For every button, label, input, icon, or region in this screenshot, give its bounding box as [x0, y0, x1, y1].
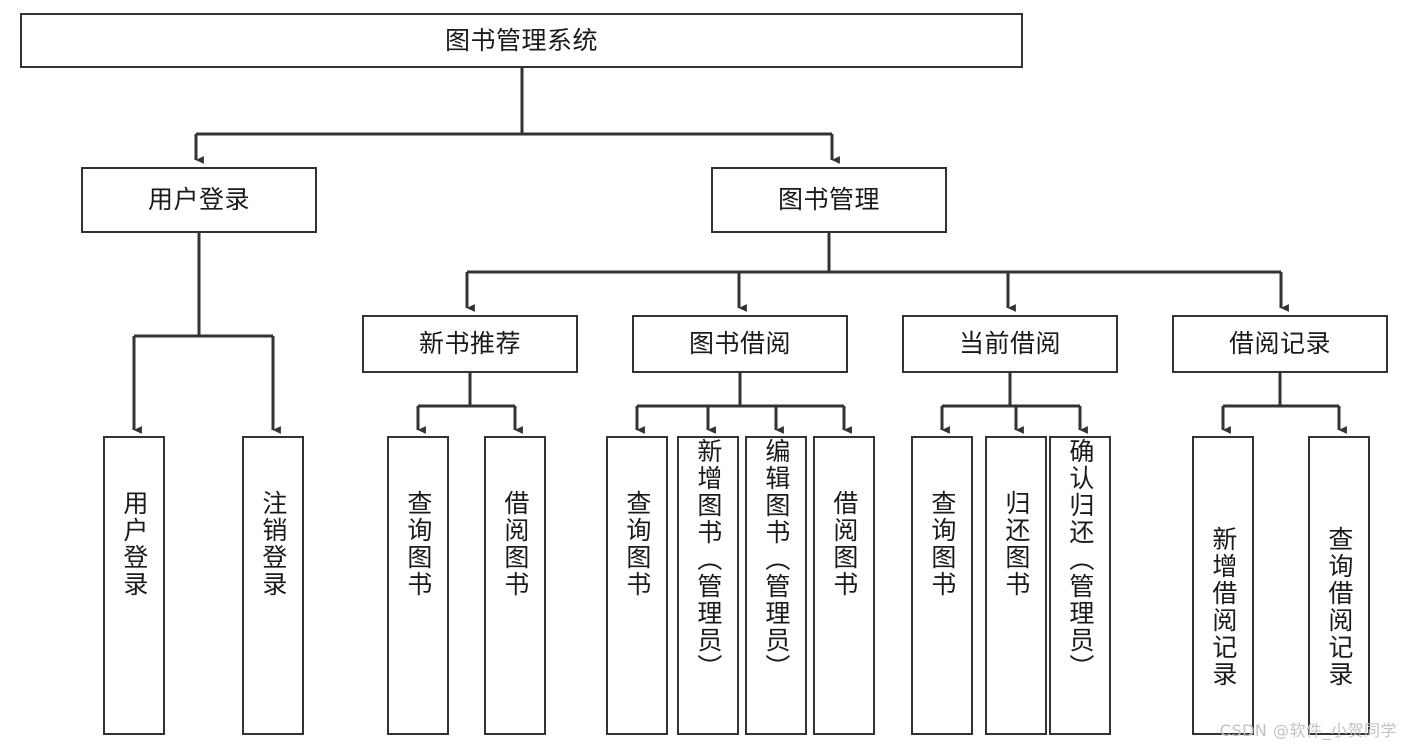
node-label: 图书管理系统	[444, 25, 598, 55]
node-leaf-return-book[interactable]: 归还图书	[985, 436, 1047, 735]
node-leaf-query-book-recommend[interactable]: 查询图书	[387, 436, 449, 735]
node-leaf-confirm-return-admin[interactable]: 确认归还（管理员）	[1049, 436, 1111, 735]
node-label: 图书管理	[777, 185, 880, 215]
node-label: 新增借阅记录	[1208, 526, 1238, 688]
node-label: 用户登录	[147, 185, 250, 215]
node-label: 借阅图书	[500, 490, 530, 598]
node-label: 当前借阅	[958, 329, 1061, 359]
node-leaf-edit-book-admin[interactable]: 编辑图书（管理员）	[745, 436, 807, 735]
node-current-borrow[interactable]: 当前借阅	[902, 315, 1118, 373]
node-label: 用户登录	[119, 490, 149, 598]
node-leaf-borrow-book-recommend[interactable]: 借阅图书	[484, 436, 546, 735]
node-label: 查询借阅记录	[1324, 526, 1354, 688]
node-label: 新增图书（管理员）	[693, 438, 723, 681]
node-label: 新书推荐	[418, 329, 521, 359]
node-label: 查询图书	[927, 490, 957, 598]
node-leaf-user-logout[interactable]: 注销登录	[242, 436, 304, 735]
node-leaf-borrow-book[interactable]: 借阅图书	[813, 436, 875, 735]
node-new-book-recommend[interactable]: 新书推荐	[362, 315, 578, 373]
node-label: 借阅图书	[829, 490, 859, 598]
node-root-system[interactable]: 图书管理系统	[20, 13, 1023, 68]
node-user-login[interactable]: 用户登录	[81, 167, 317, 233]
node-label: 注销登录	[258, 490, 288, 598]
node-book-borrow[interactable]: 图书借阅	[632, 315, 848, 373]
node-leaf-query-book-borrow[interactable]: 查询图书	[606, 436, 668, 735]
node-leaf-query-borrow-record[interactable]: 查询借阅记录	[1308, 436, 1370, 735]
node-label: 借阅记录	[1228, 329, 1331, 359]
node-label: 查询图书	[403, 490, 433, 598]
node-borrow-record[interactable]: 借阅记录	[1172, 315, 1388, 373]
node-label: 确认归还（管理员）	[1065, 438, 1095, 681]
node-book-manage[interactable]: 图书管理	[711, 167, 947, 233]
node-leaf-add-book-admin[interactable]: 新增图书（管理员）	[677, 436, 739, 735]
node-label: 查询图书	[622, 490, 652, 598]
node-leaf-add-borrow-record[interactable]: 新增借阅记录	[1192, 436, 1254, 735]
node-leaf-user-login[interactable]: 用户登录	[103, 436, 165, 735]
node-label: 归还图书	[1001, 490, 1031, 598]
node-leaf-query-book-current[interactable]: 查询图书	[911, 436, 973, 735]
node-label: 图书借阅	[688, 329, 791, 359]
node-label: 编辑图书（管理员）	[761, 438, 791, 681]
csdn-watermark: CSDN @软件_小贺同学	[1219, 721, 1397, 740]
